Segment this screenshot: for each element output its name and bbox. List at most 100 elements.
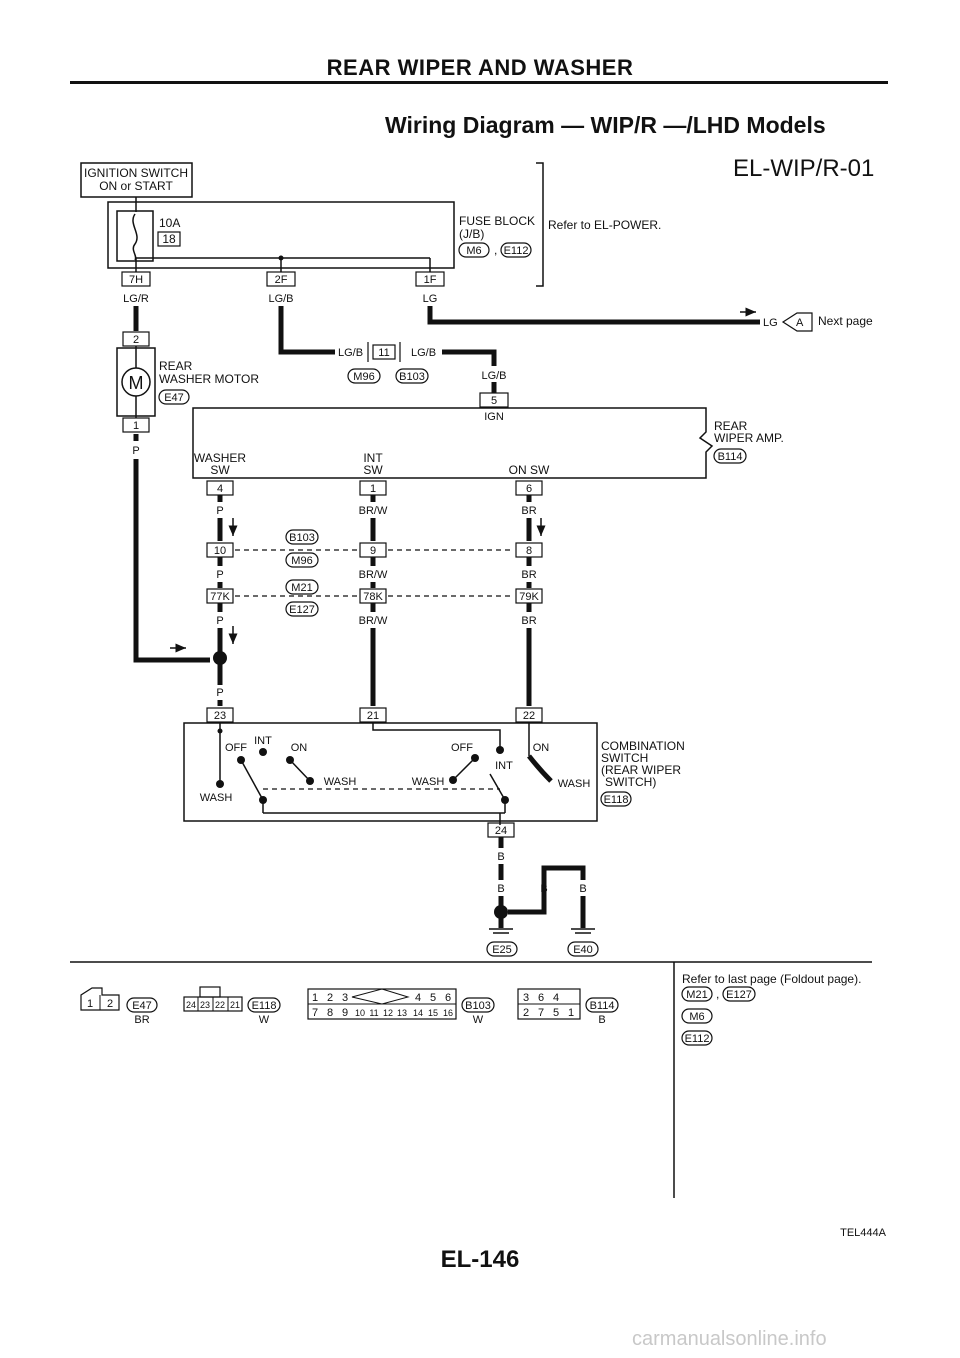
svg-text:LG/B: LG/B <box>338 347 363 359</box>
svg-text:BR: BR <box>521 505 536 517</box>
svg-text:B114: B114 <box>590 1000 615 1012</box>
svg-text:LG: LG <box>763 317 778 329</box>
diagram-title: Wiring Diagram — WIP/R —/LHD Models <box>385 112 826 138</box>
svg-text:INT: INT <box>254 735 272 747</box>
svg-text:5: 5 <box>430 992 436 1004</box>
svg-text:4: 4 <box>217 483 223 495</box>
svg-text:12: 12 <box>383 1008 393 1018</box>
term-7h: 7H <box>129 274 143 286</box>
svg-text:21: 21 <box>230 1000 240 1010</box>
svg-text:W: W <box>259 1014 270 1026</box>
svg-text:79K: 79K <box>519 591 539 603</box>
svg-text:6: 6 <box>526 483 532 495</box>
amp-line2: WIPER AMP. <box>714 431 784 445</box>
svg-text:6: 6 <box>538 992 544 1004</box>
svg-text:77K: 77K <box>210 591 230 603</box>
svg-text:SW: SW <box>210 463 230 477</box>
page-header: REAR WIPER AND WASHER <box>326 55 634 80</box>
svg-text:BR/W: BR/W <box>359 505 388 517</box>
svg-text:WASH: WASH <box>324 776 357 788</box>
conn-m96-label: M96 <box>291 555 312 567</box>
svg-text:LG/B: LG/B <box>481 370 506 382</box>
svg-text:E112: E112 <box>685 1033 710 1045</box>
svg-text:W: W <box>473 1014 484 1026</box>
svg-text:6: 6 <box>445 992 451 1004</box>
wiper-amp-box <box>192 407 714 479</box>
svg-text:16: 16 <box>443 1008 453 1018</box>
svg-text:P: P <box>216 569 223 581</box>
svg-text:LG: LG <box>423 293 438 305</box>
svg-text:1: 1 <box>312 992 318 1004</box>
fuse-conn-e112: E112 <box>504 245 529 257</box>
svg-text:E118: E118 <box>252 1000 277 1012</box>
svg-text:,: , <box>716 987 719 1001</box>
svg-text:SWITCH): SWITCH) <box>605 775 656 789</box>
svg-text:BR/W: BR/W <box>359 569 388 581</box>
svg-text:2: 2 <box>523 1007 529 1019</box>
svg-text:SW: SW <box>363 463 383 477</box>
figure-code: TEL444A <box>840 1227 887 1239</box>
svg-text:M6: M6 <box>689 1011 704 1023</box>
svg-text:M: M <box>129 373 144 393</box>
svg-text:B: B <box>540 883 547 895</box>
svg-text:INT: INT <box>363 451 383 465</box>
svg-text:1: 1 <box>133 420 139 432</box>
svg-text:WASH: WASH <box>558 778 591 790</box>
b103-pins: 1 2 3 4 5 6 7 8 9 10 11 12 13 14 15 16 <box>312 992 453 1019</box>
svg-text:5: 5 <box>553 1007 559 1019</box>
combination-switch-box <box>183 722 598 822</box>
fuse-conn-m6: M6 <box>466 245 481 257</box>
svg-text:2: 2 <box>327 992 333 1004</box>
ground-e40: E40 <box>573 944 593 956</box>
svg-text:ON SW: ON SW <box>509 463 550 477</box>
motor-line2: WASHER MOTOR <box>159 372 259 386</box>
svg-text:9: 9 <box>370 545 376 557</box>
svg-text:BR: BR <box>134 1014 149 1026</box>
svg-text:E127: E127 <box>726 989 752 1001</box>
svg-text:IGN: IGN <box>484 411 504 423</box>
svg-text:ON: ON <box>291 742 308 754</box>
svg-text:LG/B: LG/B <box>411 347 436 359</box>
svg-text:P: P <box>216 687 223 699</box>
svg-text:WASHER: WASHER <box>194 451 247 465</box>
svg-text:23: 23 <box>200 1000 210 1010</box>
svg-text:E47: E47 <box>132 1000 152 1012</box>
svg-text:OFF: OFF <box>225 742 247 754</box>
svg-text:B103: B103 <box>465 1000 491 1012</box>
fuse-number: 18 <box>162 232 176 246</box>
svg-text:P: P <box>216 505 223 517</box>
motor-conn: E47 <box>164 392 184 404</box>
conn-m21-label: M21 <box>291 582 312 594</box>
amp-line1: REAR <box>714 419 748 433</box>
diagram-code: EL-WIP/R-01 <box>733 155 874 182</box>
svg-text:,: , <box>494 243 497 257</box>
svg-text:WASH: WASH <box>412 776 445 788</box>
junction-pin-11: 11 <box>378 347 389 359</box>
svg-text:14: 14 <box>413 1008 423 1018</box>
svg-text:B: B <box>579 883 586 895</box>
term-1f: 1F <box>424 274 437 286</box>
svg-text:23: 23 <box>214 710 226 722</box>
svg-text:M96: M96 <box>353 371 374 383</box>
svg-text:B: B <box>497 851 504 863</box>
svg-text:SWITCH: SWITCH <box>601 751 648 765</box>
svg-text:LG/R: LG/R <box>123 293 149 305</box>
svg-text:1: 1 <box>568 1007 574 1019</box>
svg-text:13: 13 <box>397 1008 407 1018</box>
term-2f: 2F <box>275 274 288 286</box>
svg-text:9: 9 <box>342 1007 348 1019</box>
svg-text:8: 8 <box>526 545 532 557</box>
combo-conn: E118 <box>604 794 629 806</box>
svg-text:2: 2 <box>133 334 139 346</box>
connector-marker-a: A <box>796 317 804 329</box>
svg-text:WASH: WASH <box>200 792 233 804</box>
svg-text:4: 4 <box>553 992 559 1004</box>
next-page-label: Next page <box>818 314 873 328</box>
conn-e127-label: E127 <box>289 604 315 616</box>
svg-text:8: 8 <box>327 1007 333 1019</box>
svg-text:78K: 78K <box>363 591 383 603</box>
svg-text:22: 22 <box>523 710 535 722</box>
refer-foldout: Refer to last page (Foldout page). <box>682 972 861 986</box>
svg-text:ON: ON <box>533 742 550 754</box>
